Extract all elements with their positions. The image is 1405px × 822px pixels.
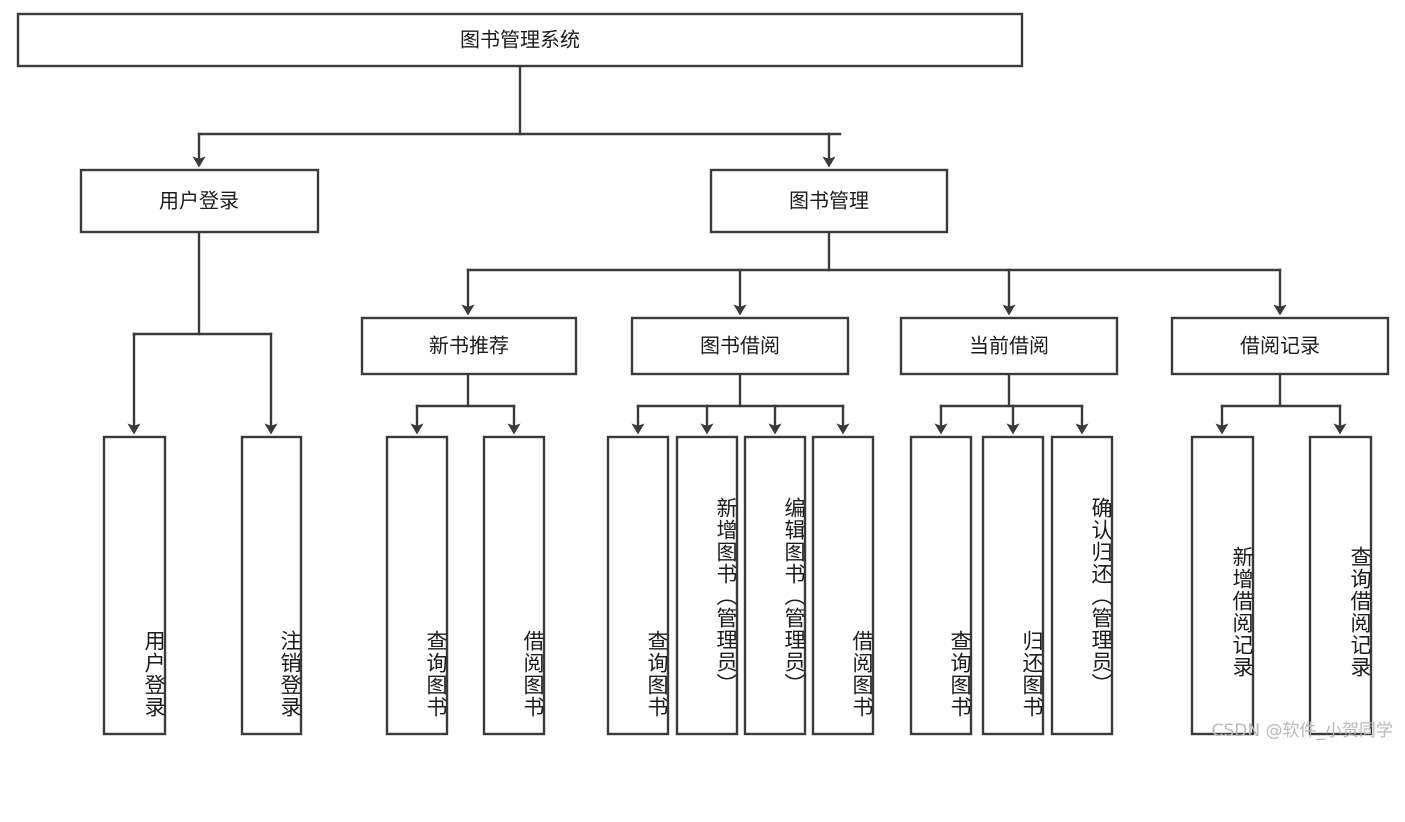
node-user-login[interactable]: 用户登录 — [79, 168, 320, 234]
node-root-label: 图书管理系统 — [460, 28, 580, 52]
leaf-boxes — [102, 435, 1373, 736]
diagram-canvas: 图书管理系统 用户登录 图书管理 新书推荐 图书借阅 当前借阅 借阅记录 — [16, 12, 1393, 741]
node-new-book-recommend-label: 新书推荐 — [429, 334, 509, 358]
node-current-borrow-label: 当前借阅 — [969, 334, 1049, 358]
leaf-box-add-book-admin[interactable] — [675, 435, 739, 736]
edge-new-book-to-leaves — [410, 372, 521, 435]
node-book-borrow-label: 图书借阅 — [700, 334, 780, 358]
leaf-box-add-borrow-record[interactable] — [1190, 435, 1255, 736]
node-book-manage-label: 图书管理 — [789, 189, 869, 213]
leaf-box-query-book-borrow[interactable] — [606, 435, 670, 736]
leaf-box-logout[interactable] — [240, 435, 303, 736]
leaf-box-user-login[interactable] — [102, 435, 167, 736]
watermark-text: CSDN @软件_小贺同学 — [1211, 721, 1393, 741]
leaf-box-query-borrow-record[interactable] — [1308, 435, 1373, 736]
edge-book-borrow-to-leaves — [631, 372, 850, 435]
edge-borrow-record-to-leaves — [1215, 372, 1347, 435]
leaf-box-confirm-return-admin[interactable] — [1050, 435, 1114, 736]
leaf-box-query-book-current[interactable] — [909, 435, 973, 736]
node-root[interactable]: 图书管理系统 — [16, 12, 1024, 68]
hierarchy-tree-svg: 图书管理系统 用户登录 图书管理 新书推荐 图书借阅 当前借阅 借阅记录 — [16, 12, 1390, 736]
node-current-borrow[interactable]: 当前借阅 — [899, 316, 1119, 376]
node-user-login-label: 用户登录 — [159, 189, 239, 213]
node-borrow-record-label: 借阅记录 — [1240, 334, 1320, 358]
edge-user-login-to-leaves — [127, 230, 278, 435]
node-new-book-recommend[interactable]: 新书推荐 — [360, 316, 578, 376]
leaf-box-borrow-book-recommend[interactable] — [482, 435, 546, 736]
node-book-manage[interactable]: 图书管理 — [709, 168, 949, 234]
node-book-borrow[interactable]: 图书借阅 — [630, 316, 850, 376]
leaf-box-borrow-book[interactable] — [811, 435, 875, 736]
leaf-box-return-book[interactable] — [981, 435, 1045, 736]
edge-book-manage-to-level3 — [461, 230, 1287, 316]
leaf-box-query-book-recommend[interactable] — [385, 435, 449, 736]
leaf-box-edit-book-admin[interactable] — [743, 435, 807, 736]
node-borrow-record[interactable]: 借阅记录 — [1170, 316, 1390, 376]
edge-current-borrow-to-leaves — [934, 372, 1089, 435]
edge-root-to-level2 — [192, 64, 842, 168]
